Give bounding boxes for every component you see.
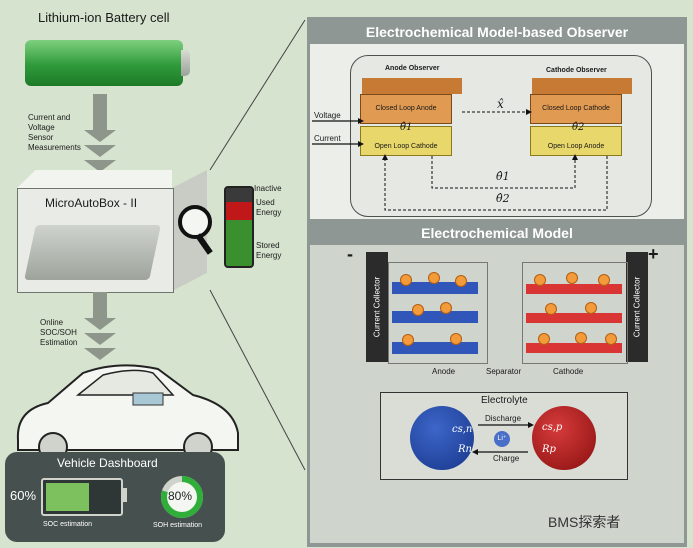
closed-loop-anode-top xyxy=(362,78,462,94)
open-loop-cathode-block: Open Loop Cathode xyxy=(360,126,452,156)
legend-stored: Stored Energy xyxy=(256,241,282,260)
cathode-layer xyxy=(526,313,622,323)
soc-battery-cap xyxy=(123,488,127,502)
theta1-hat-label: θ̂1 xyxy=(400,122,413,133)
cathode-layer xyxy=(526,284,622,294)
cell-title: Lithium-ion Battery cell xyxy=(38,10,170,25)
current-collector-left: Current Collector xyxy=(366,252,388,362)
legend-used: Used Energy xyxy=(256,198,282,217)
soc-label: SOC estimation xyxy=(43,521,93,528)
closed-loop-cathode-block: Closed Loop Cathode xyxy=(530,94,622,124)
vehicle-dashboard: Vehicle Dashboard 60% SOC estimation 80%… xyxy=(5,452,225,542)
voltage-label: Voltage xyxy=(314,111,341,120)
discharge-label: Discharge xyxy=(485,414,522,423)
soh-label: SOH estimation xyxy=(153,522,203,529)
lithium-particle xyxy=(575,332,587,344)
microautobox-title: MicroAutoBox - II xyxy=(45,196,138,210)
theta2-hat-label: θ̂2 xyxy=(572,122,585,133)
electrolyte-label: Electrolyte xyxy=(481,395,528,406)
li-ion-icon: Li⁺ xyxy=(494,431,510,447)
cathode-region xyxy=(522,262,628,364)
current-collector-right: Current Collector xyxy=(626,252,648,362)
microautobox-top xyxy=(17,170,172,188)
cathode-particle-sphere xyxy=(532,406,596,470)
flow-chevron xyxy=(84,160,116,172)
cathode-layer xyxy=(526,343,622,353)
flow-chevron xyxy=(84,333,116,345)
online-estimation-label: Online SOC/SOH Estimation xyxy=(40,318,78,347)
soc-battery-icon xyxy=(41,478,123,516)
lithium-particle xyxy=(566,272,578,284)
energy-inactive-segment xyxy=(226,188,252,202)
anode-region xyxy=(388,262,488,364)
soh-gauge xyxy=(161,476,203,518)
lithium-particle xyxy=(402,334,414,346)
current-label: Current xyxy=(314,134,341,143)
anode-particle-sphere xyxy=(410,406,474,470)
lithium-particle xyxy=(605,333,617,345)
soh-value: 80% xyxy=(168,489,193,503)
cathode-observer-title: Cathode Observer xyxy=(546,67,607,74)
lithium-particle xyxy=(400,274,412,286)
soc-value: 60% xyxy=(10,488,37,503)
x-hat-label: x̂ xyxy=(497,97,504,111)
battery-cell-cap xyxy=(181,50,190,76)
lithium-particle xyxy=(534,274,546,286)
dashboard-title: Vehicle Dashboard xyxy=(57,456,158,470)
lithium-particle xyxy=(450,333,462,345)
theta1-hat-feedback-label: θ̂1 xyxy=(496,170,510,183)
anode-layer xyxy=(392,342,478,354)
rn-label: Rn xyxy=(458,444,472,455)
watermark-text: BMS探索者 xyxy=(548,514,621,530)
closed-loop-anode-block: Closed Loop Anode xyxy=(360,94,452,124)
theta2-hat-feedback-label: θ̂2 xyxy=(496,192,510,205)
observer-title: Electrochemical Model-based Observer xyxy=(365,24,629,40)
energy-stored-segment xyxy=(226,220,252,266)
closed-loop-cathode-top xyxy=(532,78,632,94)
legend-inactive: Inactive xyxy=(254,184,282,193)
csp-label: cs,p xyxy=(542,422,563,433)
separator-label: Separator xyxy=(486,367,522,376)
lithium-particle xyxy=(440,302,452,314)
magnifier-icon xyxy=(178,205,212,239)
lithium-particle xyxy=(455,275,467,287)
energy-used-segment xyxy=(226,202,252,220)
flow-arrow-down xyxy=(93,292,107,322)
minus-terminal: - xyxy=(347,244,353,264)
rp-label: Rp xyxy=(542,444,556,455)
cathode-label: Cathode xyxy=(553,367,584,376)
sensor-label: Current and Voltage Sensor Measurements xyxy=(28,113,81,152)
plus-terminal: + xyxy=(648,244,659,264)
open-loop-anode-block: Open Loop Anode xyxy=(530,126,622,156)
csn-label: cs,n xyxy=(452,424,473,435)
flow-chevron xyxy=(84,145,116,157)
lithium-particle xyxy=(538,333,550,345)
anode-label: Anode xyxy=(432,367,456,376)
model-title: Electrochemical Model xyxy=(421,225,573,241)
lithium-particle xyxy=(412,304,424,316)
lithium-particle xyxy=(545,303,557,315)
flow-chevron xyxy=(84,130,116,142)
charge-label: Charge xyxy=(493,454,520,463)
lithium-particle xyxy=(585,302,597,314)
anode-observer-title: Anode Observer xyxy=(385,65,440,72)
flow-chevron xyxy=(84,318,116,330)
energy-bar-icon xyxy=(224,186,254,268)
car-display-panel xyxy=(132,392,164,406)
flow-arrow-down xyxy=(93,94,107,134)
flow-chevron xyxy=(84,348,116,360)
soc-fill xyxy=(46,483,90,511)
lithium-particle xyxy=(428,272,440,284)
lithium-particle xyxy=(598,274,610,286)
battery-cell-image xyxy=(25,40,183,86)
